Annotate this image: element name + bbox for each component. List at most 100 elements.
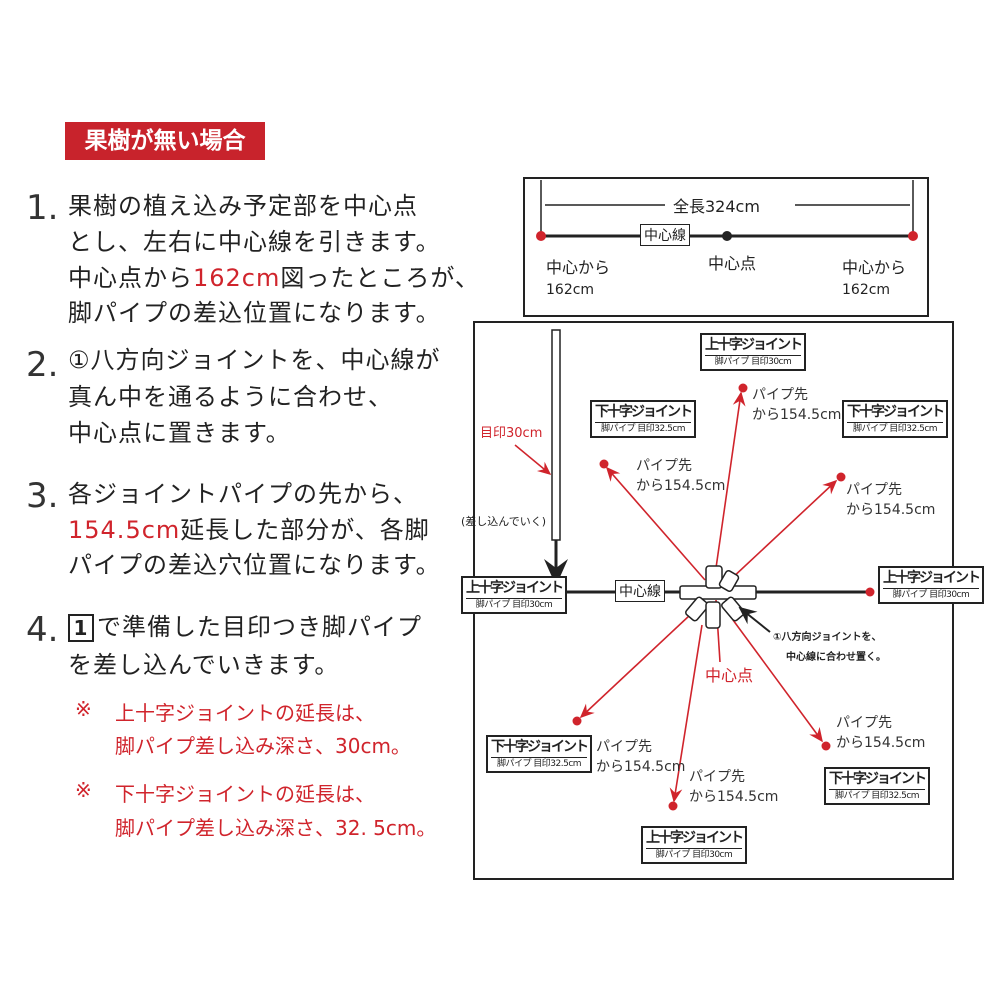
step-text: 各ジョイントパイプの先から、 — [68, 480, 418, 508]
pipe-label-line: から154.5cm — [689, 789, 779, 805]
pipe-point — [836, 472, 846, 482]
lower-joint-label: 下十字ジョイント脚パイプ 目印32.5cm — [590, 400, 696, 438]
upper-joint-label: 上十字ジョイント脚パイプ 目印30cm — [700, 333, 806, 371]
radial-arrow — [579, 614, 691, 719]
center-point-label: 中心点 — [708, 254, 757, 273]
pipe-label-line: パイプ先 — [596, 739, 652, 755]
mark-label: 目印30cm — [480, 426, 543, 441]
pipe-label: パイプ先から154.5cm — [636, 455, 725, 495]
left-label: 162cm — [546, 282, 595, 298]
pipe-label: パイプ先から154.5cm — [689, 766, 778, 806]
note-text: 脚パイプ差し込み深さ、32. 5cm。 — [115, 816, 437, 840]
joint-sub: 脚パイプ 目印30cm — [466, 598, 562, 611]
pipe-label-line: から154.5cm — [846, 502, 936, 518]
step-number: 1. — [26, 188, 59, 228]
joint-title: 上十字ジョイント — [705, 337, 803, 353]
upper-joint-label: 上十字ジョイント脚パイプ 目印30cm — [641, 826, 747, 864]
note-mark: ※ — [75, 697, 92, 721]
joint-title: 上十字ジョイント — [466, 580, 564, 596]
joint-sub: 脚パイプ 目印30cm — [883, 588, 979, 601]
step-text: 脚パイプの差込位置になります。 — [68, 299, 441, 327]
top-diagram-frame — [523, 177, 929, 317]
note-text: 上十字ジョイントの延長は、 — [115, 701, 375, 725]
pipe-point — [908, 231, 918, 241]
section-heading: 果樹が無い場合 — [65, 122, 265, 160]
text: 中心点から — [68, 264, 193, 292]
pipe-label-line: パイプ先 — [752, 387, 808, 403]
joint-sub: 脚パイプ 目印32.5cm — [847, 422, 943, 435]
center-point-label: 中心点 — [705, 666, 754, 685]
joint-sub: 脚パイプ 目印32.5cm — [829, 789, 925, 802]
note-mark: ※ — [75, 778, 92, 802]
pipe-label-line: パイプ先 — [846, 482, 902, 498]
joint-sub: 脚パイプ 目印32.5cm — [491, 757, 587, 770]
joint-note: ①八方向ジョイントを、 — [773, 632, 882, 643]
step-number: 3. — [26, 476, 59, 516]
pipe-point — [572, 716, 582, 726]
pipe-point — [821, 741, 831, 751]
joint-title: 上十字ジョイント — [646, 830, 744, 846]
pipe-label-line: パイプ先 — [636, 458, 692, 474]
right-label: 中心から — [842, 258, 907, 277]
pipe-label-line: から154.5cm — [636, 478, 726, 494]
joint-sub: 脚パイプ 目印32.5cm — [595, 422, 691, 435]
joint-title: 下十字ジョイント — [595, 404, 693, 420]
radial-arrow — [729, 479, 838, 581]
pipe-point — [599, 459, 609, 469]
joint-title: 上十字ジョイント — [883, 570, 981, 586]
joint-title: 下十字ジョイント — [829, 771, 927, 787]
pipe-label-line: から154.5cm — [596, 759, 686, 775]
lower-joint-label: 下十字ジョイント脚パイプ 目印32.5cm — [824, 767, 930, 805]
joint-sub: 脚パイプ 目印30cm — [646, 848, 742, 861]
upper-joint-label: 上十字ジョイント脚パイプ 目印30cm — [461, 576, 567, 614]
step-text: 果樹の植え込み予定部を中心点 — [68, 192, 418, 220]
right-label: 162cm — [842, 282, 891, 298]
center-line-label: 中心線 — [640, 224, 690, 246]
step-number: 2. — [26, 345, 59, 385]
pipe-label-line: から154.5cm — [836, 735, 926, 751]
highlight: 162cm — [193, 264, 281, 292]
upper-joint-label: 上十字ジョイント脚パイプ 目印30cm — [878, 566, 984, 604]
step-text: パイプの差込穴位置になります。 — [68, 551, 441, 579]
step-text: 中心点に置きます。 — [68, 419, 291, 447]
pipe-label: パイプ先から154.5cm — [596, 736, 685, 776]
center-point — [722, 231, 732, 241]
text: で準備した目印つき脚パイプ — [97, 613, 422, 641]
note-text: 下十字ジョイントの延長は、 — [115, 782, 375, 806]
joint-note-arrow — [738, 606, 771, 633]
pipe-point — [738, 383, 748, 393]
joint-title: 下十字ジョイント — [847, 404, 945, 420]
step-text: 真ん中を通るように合わせ、 — [68, 383, 393, 411]
lower-joint-label: 下十字ジョイント脚パイプ 目印32.5cm — [486, 735, 592, 773]
highlight: 154.5cm — [68, 516, 181, 544]
step-text: を差し込んでいきます。 — [68, 651, 340, 679]
pipe-label-line: から154.5cm — [752, 407, 842, 423]
joint-title: 下十字ジョイント — [491, 739, 589, 755]
pipe-point — [865, 587, 875, 597]
step-number: 4. — [26, 610, 59, 650]
step-text: 154.5cm延長した部分が、各脚 — [68, 510, 430, 545]
joint-note: 中心線に合わせ置く。 — [786, 652, 886, 663]
pipe-point — [668, 801, 678, 811]
step-text: とし、左右に中心線を引きます。 — [68, 228, 441, 256]
note-text: 脚パイプ差し込み深さ、30cm。 — [115, 734, 411, 758]
leg-pipe — [551, 329, 561, 541]
pipe-label-line: パイプ先 — [836, 715, 892, 731]
pipe-point — [536, 231, 546, 241]
boxed-number: 1 — [68, 614, 94, 642]
radial-arrow — [732, 619, 823, 743]
insert-label: (差し込んでいく) — [461, 515, 547, 528]
text: 図ったところが、 — [280, 264, 480, 292]
mark-arrow — [514, 444, 552, 475]
left-label: 中心から — [546, 258, 611, 277]
eight-way-joint — [679, 565, 757, 629]
radial-arrow — [714, 391, 746, 576]
pipe-label: パイプ先から154.5cm — [846, 479, 935, 519]
step-text: ①八方向ジョイントを、中心線が — [68, 346, 441, 374]
total-length: 全長324cm — [670, 193, 763, 217]
radial-arrow — [605, 466, 706, 581]
text: 延長した部分が、各脚 — [180, 516, 430, 544]
pipe-label: パイプ先から154.5cm — [752, 384, 841, 424]
